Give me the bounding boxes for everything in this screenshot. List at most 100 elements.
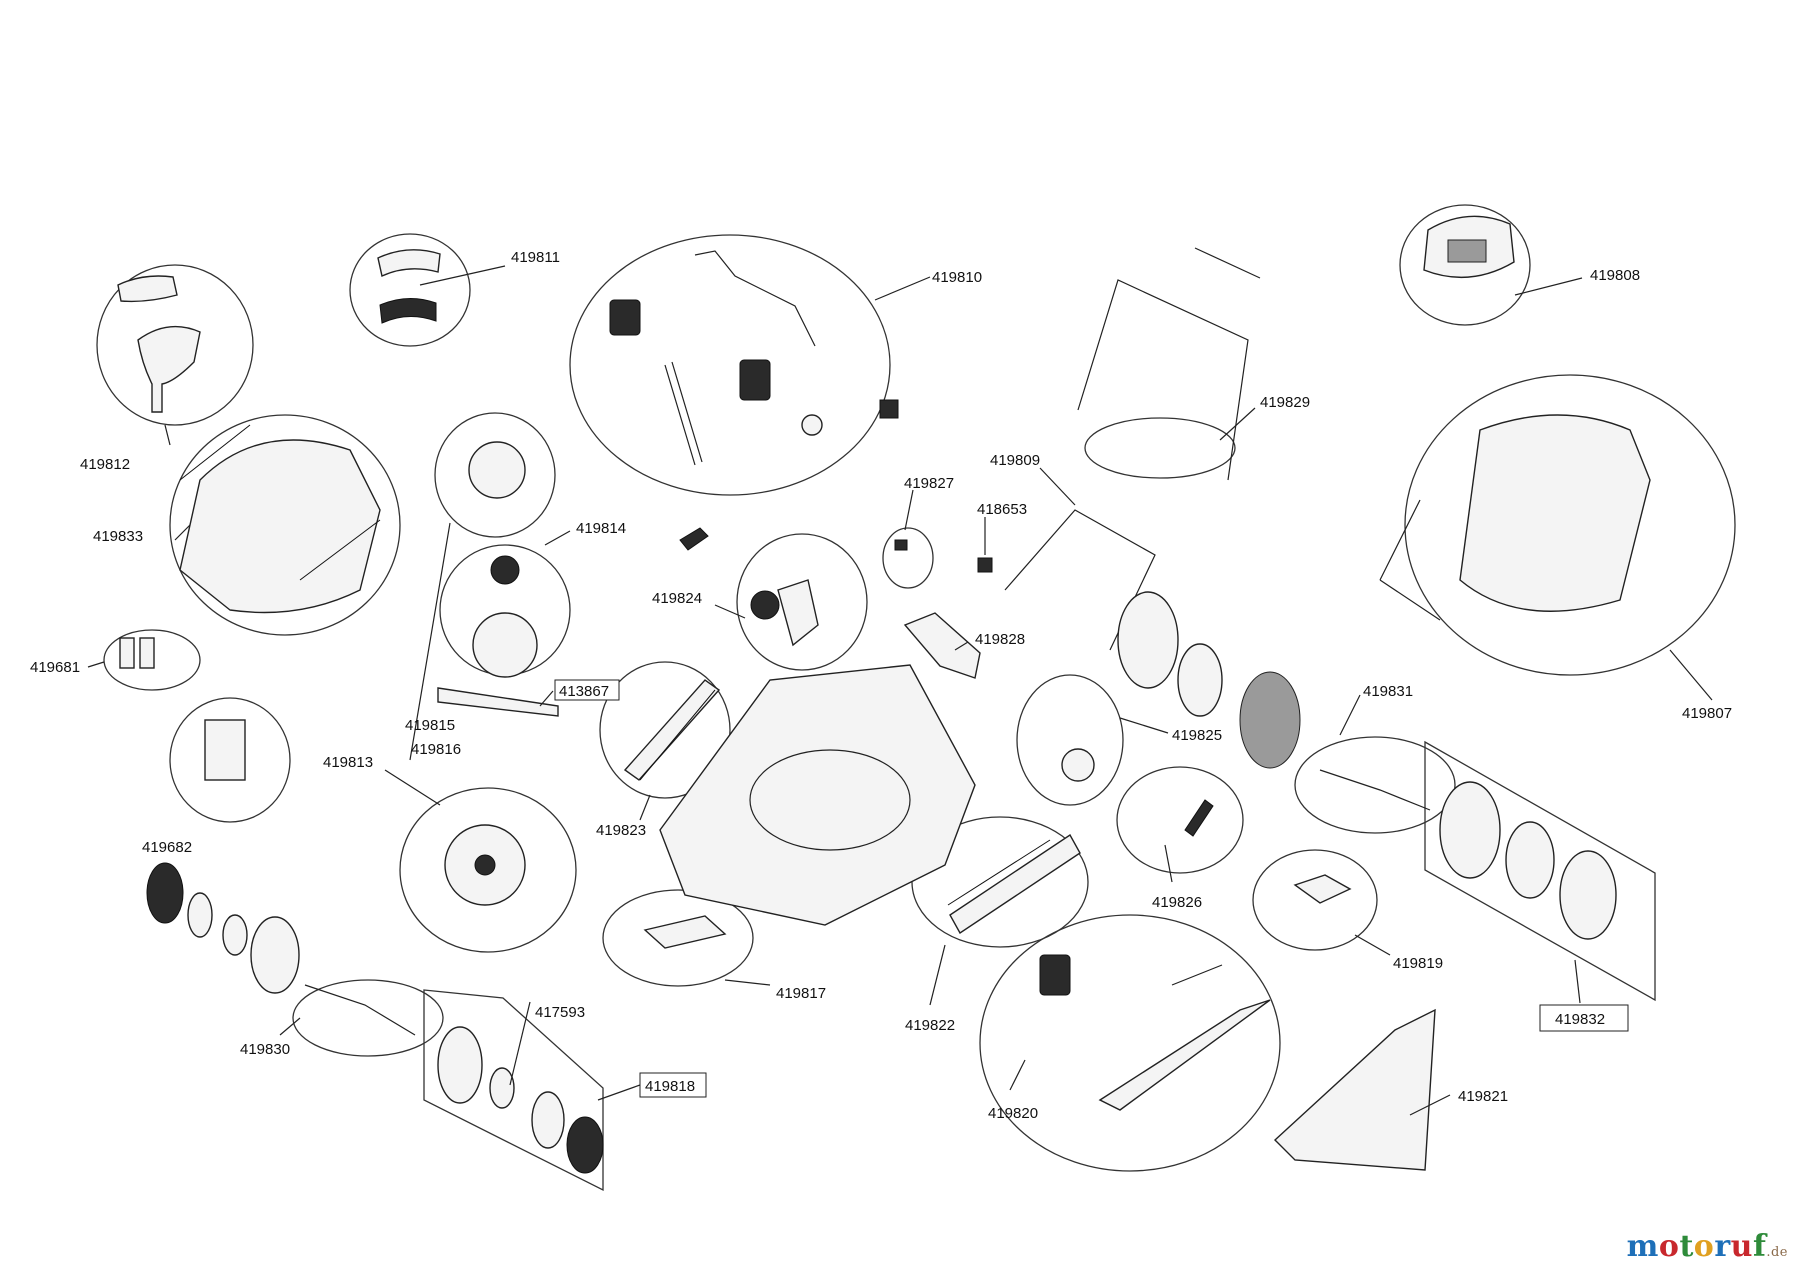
watermark-letter: o <box>1658 1229 1680 1264</box>
leader-419817 <box>724 979 771 986</box>
part-control-cover <box>117 275 178 303</box>
label-419818: 419818 <box>645 1078 695 1095</box>
leader-419681 <box>87 661 105 668</box>
watermark-logo: motoruf.de <box>1627 1229 1788 1264</box>
label-419812: 419812 <box>80 456 130 473</box>
part-front-hubcap-2 <box>566 1116 604 1174</box>
part-battery-window <box>1447 239 1487 263</box>
part-upper-handle <box>1077 279 1249 481</box>
label-419828: 419828 <box>975 631 1025 648</box>
leader-419824 <box>714 604 746 619</box>
part-axle <box>1319 769 1431 811</box>
part-front-hubcap-1 <box>146 862 184 924</box>
label-419814: 419814 <box>576 520 626 537</box>
part-switch-rod <box>694 250 816 347</box>
part-small-419827 <box>894 539 908 551</box>
part-deck-strip-left <box>179 424 251 481</box>
leader-419831 <box>1339 694 1361 736</box>
part-front-wheel-2 <box>437 1026 483 1104</box>
leader-419827 <box>904 489 914 531</box>
group-outline-419827 <box>882 527 934 589</box>
part-guard-strip <box>947 839 1051 906</box>
part-guard-419822 <box>949 833 1081 935</box>
group-outline-419830 <box>292 979 444 1057</box>
leader-419828 <box>954 641 969 651</box>
group-outline-419812 <box>96 264 254 426</box>
part-hubcap-rear <box>1177 643 1223 717</box>
part-bar-419817 <box>643 915 727 949</box>
label-419809: 419809 <box>990 452 1040 469</box>
group-outline-419824 <box>736 533 868 671</box>
part-motor <box>468 441 526 499</box>
part-deck-strip-right <box>299 519 381 581</box>
part-brush-1 <box>119 637 135 669</box>
leader-419819 <box>1354 934 1391 956</box>
group-outline-419826 <box>1116 766 1244 874</box>
leader-419813-motor <box>409 522 451 761</box>
part-labels: 419812 419811 419810 419808 419833 41982… <box>30 249 1732 1122</box>
watermark-letter: u <box>1730 1229 1753 1264</box>
part-wheel-419832 <box>1439 781 1501 879</box>
part-switch-nut <box>879 399 899 419</box>
label-418653: 418653 <box>977 501 1027 518</box>
part-flap <box>1273 1008 1436 1171</box>
group-outline-419682 <box>169 697 291 823</box>
part-height-box <box>1039 954 1071 996</box>
label-419833: 419833 <box>93 528 143 545</box>
part-wheel-rear-2 <box>1239 671 1301 769</box>
label-413867: 413867 <box>559 683 609 700</box>
leader-419822 <box>929 944 946 1006</box>
part-fan-cap <box>490 555 520 585</box>
part-front-disc-3 <box>489 1067 515 1109</box>
label-419681: 419681 <box>30 659 80 676</box>
leader-419811 <box>419 265 506 286</box>
box-label-419818 <box>639 1072 707 1098</box>
leader-419833 <box>174 524 191 541</box>
part-front-wheel-1 <box>250 916 300 994</box>
leader-419809 <box>1039 467 1076 506</box>
part-front-disc-4 <box>531 1091 565 1149</box>
label-419830: 419830 <box>240 1041 290 1058</box>
part-upper-deck <box>179 439 381 614</box>
leader-419813-housing <box>384 769 441 806</box>
group-outline-419807 <box>1404 374 1736 676</box>
part-spring <box>1171 964 1223 986</box>
leader-419807 <box>1669 649 1713 701</box>
leader-419818 <box>597 1084 641 1101</box>
part-front-strip <box>639 689 716 781</box>
group-outline-419813-housing <box>399 787 577 953</box>
part-hubcap-419832 <box>1559 850 1617 940</box>
label-419829: 419829 <box>1260 394 1310 411</box>
label-419832: 419832 <box>1555 1011 1605 1028</box>
leader-419810 <box>874 276 931 301</box>
group-outline-419831 <box>1294 736 1456 834</box>
group-outline-419820 <box>979 914 1281 1172</box>
part-holder-419682 <box>204 719 246 781</box>
parts <box>117 215 1651 1174</box>
group-outline-419817 <box>602 889 754 987</box>
part-bracket-419828 <box>903 612 981 679</box>
part-front-axle <box>304 984 416 1036</box>
label-419815: 419815 <box>405 717 455 734</box>
part-switch-block <box>609 299 641 336</box>
group-outline-419681 <box>103 629 201 691</box>
part-front-disc-2 <box>222 914 248 956</box>
part-wheel-rear-1 <box>1117 591 1179 689</box>
part-switch-ring <box>801 414 823 436</box>
part-front-guard <box>623 679 721 781</box>
watermark-letter: f <box>1752 1229 1767 1264</box>
group-outline-419833 <box>169 414 401 636</box>
label-boxes <box>554 679 1629 1098</box>
leader-419820 <box>1009 1059 1026 1091</box>
box-label-413867 <box>554 679 620 701</box>
leader-417593 <box>509 1001 531 1086</box>
group-outline-419810 <box>569 234 891 496</box>
group-outline-419813-motor <box>434 412 556 538</box>
part-handle-bar <box>1194 247 1261 279</box>
part-grip-bottom <box>379 298 437 324</box>
label-419825: 419825 <box>1172 727 1222 744</box>
label-419820: 419820 <box>988 1105 1038 1122</box>
part-motor-hub <box>474 854 496 876</box>
part-control-housing <box>137 325 201 413</box>
